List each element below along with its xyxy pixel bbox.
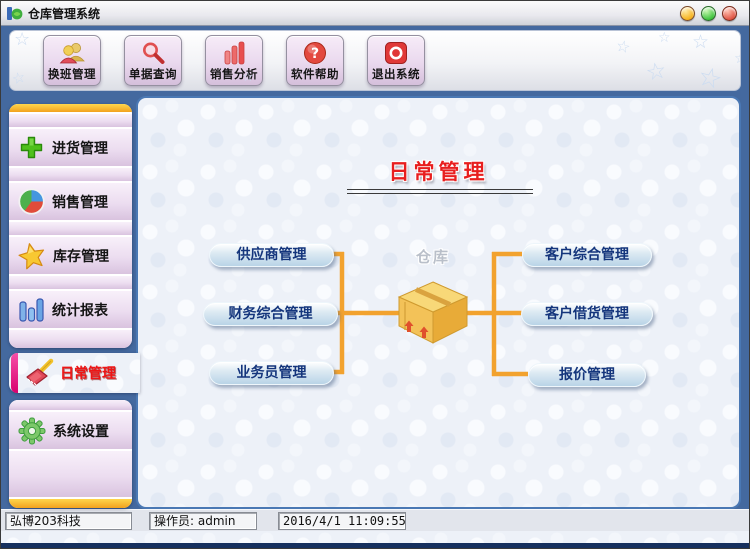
salesman-management-pill[interactable]: 业务员管理 bbox=[209, 361, 334, 385]
sidebar-orange-foot bbox=[9, 499, 132, 508]
toolbar-button-label: 销售分析 bbox=[210, 67, 258, 81]
sidebar-item-settings[interactable]: 系统设置 bbox=[9, 412, 132, 449]
sidebar-divider bbox=[9, 400, 132, 410]
sidebar-item-sales[interactable]: 销售管理 bbox=[9, 183, 132, 220]
toolbar-band: ☆ ☆ ☆ ☆ ☆ ☆ ☆ ☆ ☆ 换班管理 bbox=[1, 26, 749, 96]
sidebar-divider bbox=[9, 330, 132, 348]
star-decoration-icon: ☆ bbox=[614, 35, 633, 58]
star-decoration-icon: ☆ bbox=[9, 67, 28, 89]
document-query-button[interactable]: 单据查询 bbox=[124, 35, 182, 86]
warehouse-box-icon bbox=[397, 281, 469, 344]
star-decoration-icon: ☆ bbox=[14, 30, 31, 50]
users-icon bbox=[59, 40, 85, 66]
bottom-strip bbox=[1, 531, 749, 548]
sidebar-divider bbox=[9, 114, 132, 127]
sidebar-divider bbox=[9, 276, 132, 289]
customer-management-pill[interactable]: 客户综合管理 bbox=[522, 243, 652, 267]
svg-text:?: ? bbox=[311, 46, 319, 62]
plus-icon bbox=[20, 136, 43, 159]
sidebar-divider bbox=[9, 222, 132, 235]
sidebar-divider bbox=[9, 168, 132, 181]
sidebar-panel-bottom: 系统设置 bbox=[9, 400, 132, 508]
sales-analysis-button[interactable]: 销售分析 bbox=[205, 35, 263, 86]
toolbar: ☆ ☆ ☆ ☆ ☆ ☆ ☆ ☆ ☆ 换班管理 bbox=[9, 30, 741, 91]
app-logo-icon bbox=[7, 6, 23, 20]
pill-label: 业务员管理 bbox=[236, 365, 307, 381]
pill-label: 客户综合管理 bbox=[545, 247, 629, 263]
sidebar-item-label: 统计报表 bbox=[52, 302, 108, 319]
help-icon: ? bbox=[303, 40, 327, 66]
statusbar: 弘博203科技 操作员: admin 2016/4/1 11:09:55 bbox=[1, 509, 749, 531]
toolbar-button-label: 退出系统 bbox=[372, 67, 420, 81]
stats-icon bbox=[19, 298, 44, 322]
sidebar-item-label: 库存管理 bbox=[53, 248, 109, 265]
star-decoration-icon: ☆ bbox=[734, 51, 740, 66]
sidebar-item-inventory[interactable]: 库存管理 bbox=[9, 237, 132, 274]
toolbar-button-label: 单据查询 bbox=[129, 67, 177, 81]
pie-chart-icon bbox=[18, 188, 45, 215]
window-controls bbox=[680, 5, 737, 21]
quotation-management-pill[interactable]: 报价管理 bbox=[528, 363, 646, 387]
finance-management-pill[interactable]: 财务综合管理 bbox=[203, 302, 338, 326]
close-button[interactable] bbox=[722, 5, 737, 21]
toolbar-button-label: 换班管理 bbox=[48, 67, 96, 81]
title-underline bbox=[347, 189, 533, 194]
page-title: 日常管理 bbox=[388, 160, 489, 184]
datetime-status-box: 2016/4/1 11:09:55 bbox=[278, 511, 406, 530]
pill-label: 客户借货管理 bbox=[545, 306, 629, 322]
search-icon bbox=[141, 40, 165, 66]
sidebar-item-label: 系统设置 bbox=[53, 423, 109, 440]
software-help-button[interactable]: ? 软件帮助 bbox=[286, 35, 344, 86]
star-icon bbox=[18, 242, 45, 269]
sidebar-orange-cap bbox=[9, 104, 132, 112]
star-decoration-icon: ☆ bbox=[658, 30, 671, 46]
titlebar: 仓库管理系统 bbox=[1, 1, 749, 26]
pill-label: 财务综合管理 bbox=[228, 306, 313, 322]
sidebar-panel-top: 进货管理 销售管理 bbox=[9, 104, 132, 348]
company-status-box: 弘博203科技 bbox=[5, 511, 132, 530]
customer-loan-pill[interactable]: 客户借货管理 bbox=[521, 302, 653, 326]
sidebar-item-label: 销售管理 bbox=[52, 194, 108, 211]
maximize-button[interactable] bbox=[701, 5, 716, 21]
sidebar-divider bbox=[9, 451, 132, 497]
exit-system-button[interactable]: 退出系统 bbox=[367, 35, 425, 86]
sidebar-item-daily-active[interactable]: 日常管理 bbox=[9, 353, 140, 393]
window-title: 仓库管理系统 bbox=[28, 6, 101, 21]
sidebar-item-label: 进货管理 bbox=[52, 140, 108, 157]
brush-icon bbox=[26, 358, 54, 386]
sidebar-item-label: 日常管理 bbox=[60, 366, 116, 382]
warehouse-label: 仓库 bbox=[415, 248, 450, 266]
sidebar-item-reports[interactable]: 统计报表 bbox=[9, 291, 132, 328]
pill-label: 供应商管理 bbox=[236, 247, 307, 263]
power-icon bbox=[384, 40, 408, 66]
supplier-management-pill[interactable]: 供应商管理 bbox=[209, 243, 334, 267]
star-decoration-icon: ☆ bbox=[692, 31, 710, 53]
active-indicator-bar bbox=[11, 353, 18, 393]
sidebar-item-purchase[interactable]: 进货管理 bbox=[9, 129, 132, 166]
shift-management-button[interactable]: 换班管理 bbox=[43, 35, 101, 86]
star-decoration-icon: ☆ bbox=[643, 57, 669, 87]
main-panel: 日常管理 仓库 bbox=[136, 96, 741, 509]
sidebar: 进货管理 销售管理 bbox=[9, 96, 140, 509]
pill-label: 报价管理 bbox=[559, 367, 615, 383]
star-decoration-icon: ☆ bbox=[694, 60, 726, 91]
content-area: 进货管理 销售管理 bbox=[1, 96, 749, 509]
minimize-button[interactable] bbox=[680, 5, 695, 21]
operator-status-box: 操作员: admin bbox=[149, 511, 257, 530]
toolbar-button-label: 软件帮助 bbox=[291, 67, 339, 81]
gear-icon bbox=[18, 417, 46, 444]
bar-chart-icon bbox=[222, 40, 246, 66]
